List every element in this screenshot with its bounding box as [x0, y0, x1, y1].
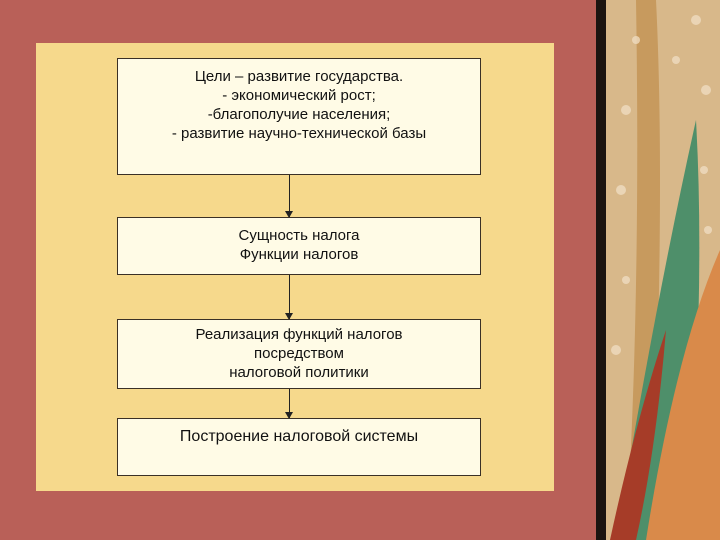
goals-item-science-base: - развитие научно-технической базы	[171, 125, 427, 142]
tax-policy-line-3: налоговой политики	[229, 364, 369, 381]
tax-policy-line-1: Реализация функций налогов	[195, 326, 403, 343]
tax-policy-box: Реализация функций налогов посредством н…	[117, 319, 481, 389]
down-arrow	[285, 275, 293, 320]
down-arrow	[285, 175, 293, 218]
tax-system-line: Построение налоговой системы	[179, 428, 419, 445]
goals-item-economic-growth: - экономический рост;	[222, 87, 376, 104]
decorative-pattern	[596, 0, 720, 540]
goals-item-welfare: -благополучие населения;	[207, 106, 391, 123]
tax-essence-box: Сущность налога Функции налогов	[117, 217, 481, 275]
goals-title: Цели – развитие государства.	[194, 68, 404, 85]
goals-box: Цели – развитие государства. - экономиче…	[117, 58, 481, 175]
decorative-side-panel	[596, 0, 720, 540]
diagram-panel: Цели – развитие государства. - экономиче…	[36, 43, 554, 491]
tax-system-box: Построение налоговой системы	[117, 418, 481, 476]
tax-policy-line-2: посредством	[254, 345, 344, 362]
tax-functions-line: Функции налогов	[239, 246, 359, 263]
down-arrow	[285, 389, 293, 419]
tax-essence-line: Сущность налога	[238, 227, 360, 244]
